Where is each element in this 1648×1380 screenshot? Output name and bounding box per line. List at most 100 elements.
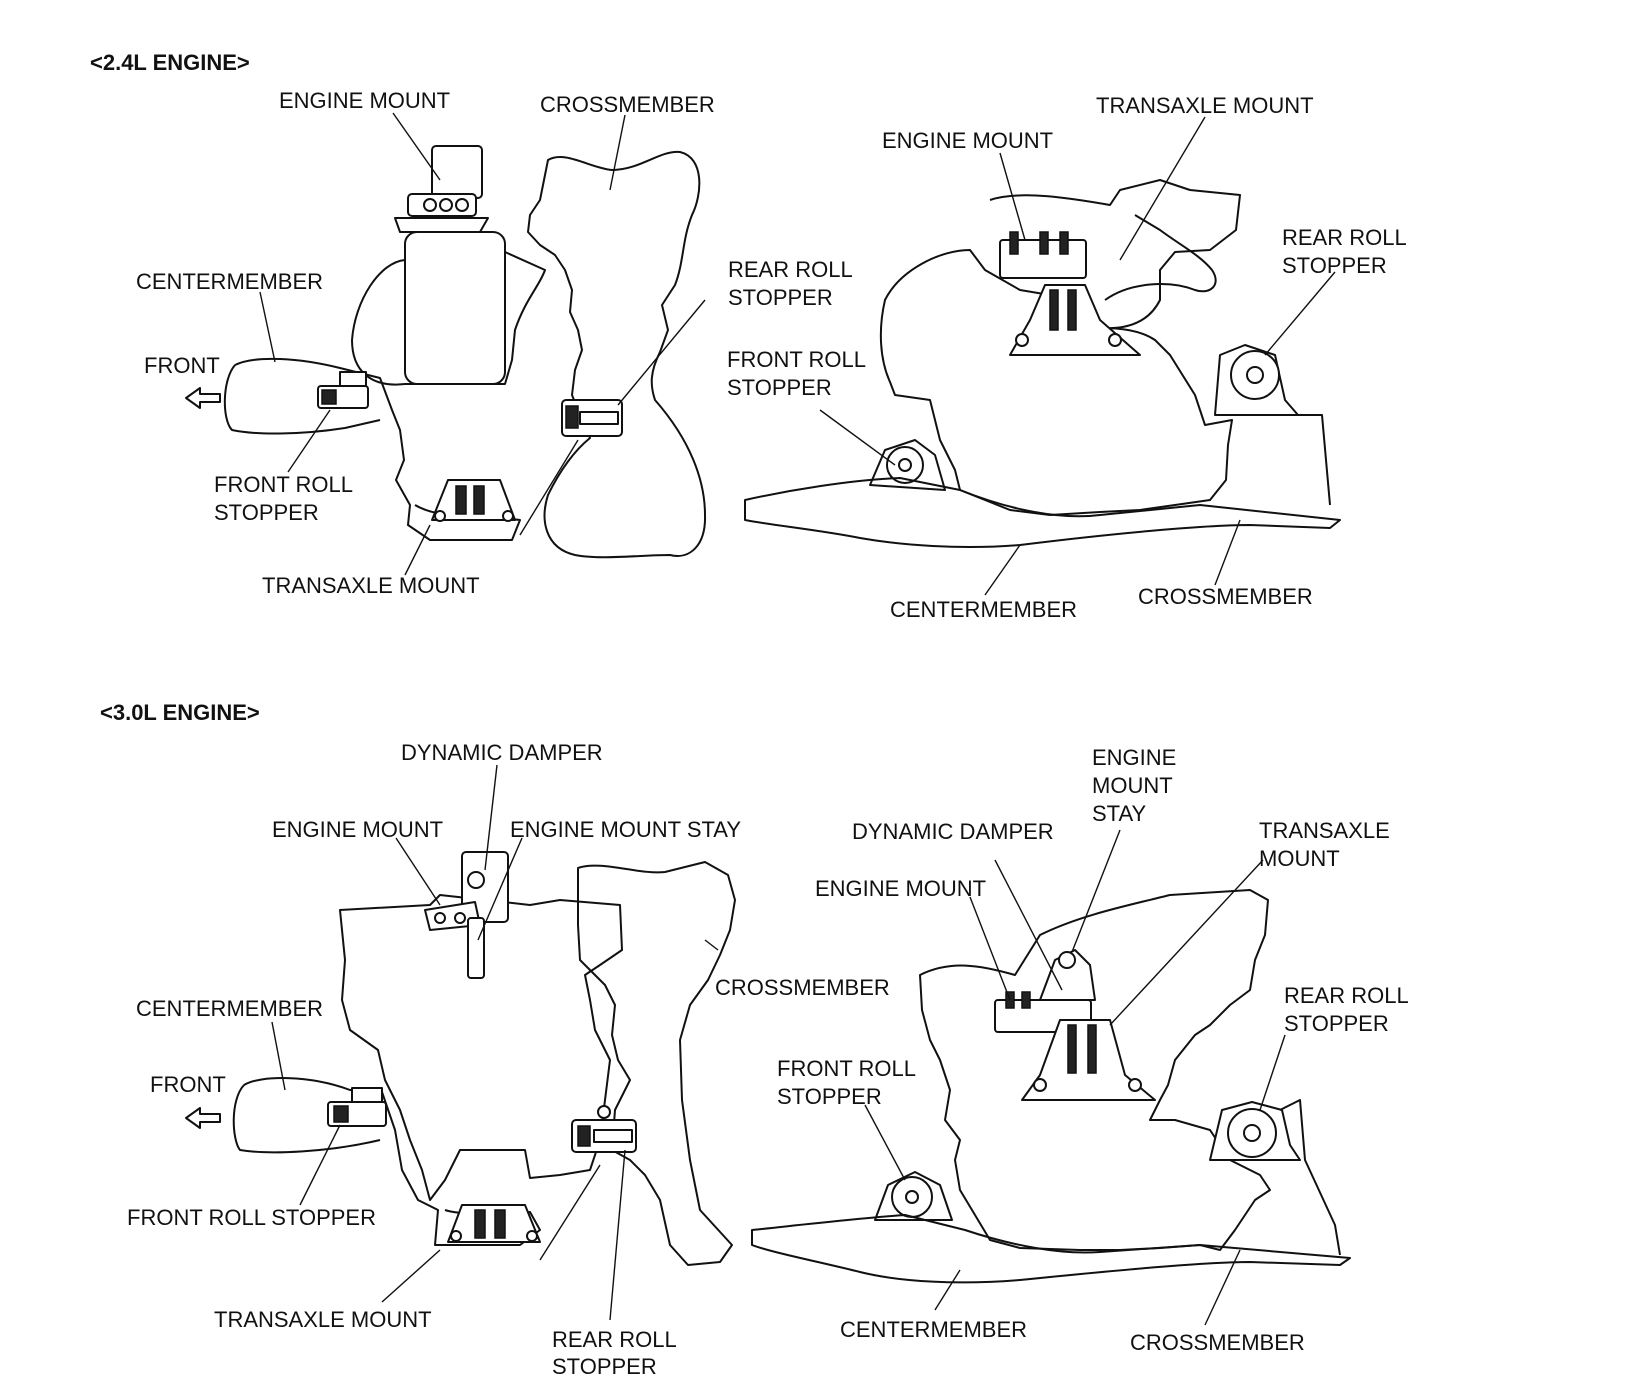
label-rear-roll-stopper-2: STOPPER	[1282, 253, 1387, 278]
label-engine-mount-stay-3: STAY	[1092, 801, 1147, 826]
centermember-beam	[751, 1214, 1351, 1284]
section-3-0l-engine: <3.0L ENGINE>	[100, 700, 1409, 1379]
engine-body-outline	[879, 179, 1241, 516]
engine-mount-part	[999, 231, 1087, 279]
label-crossmember: CROSSMEMBER	[1130, 1330, 1305, 1355]
transaxle-mount-part	[447, 1204, 541, 1243]
leader-line	[539, 1164, 601, 1261]
leader-line	[704, 939, 719, 951]
label-rear-roll-stopper-2: STOPPER	[728, 285, 833, 310]
leader-line	[287, 409, 331, 473]
label-crossmember: CROSSMEMBER	[715, 975, 890, 1000]
label-centermember: CENTERMEMBER	[840, 1317, 1027, 1342]
label-rear-roll-stopper-1: REAR ROLL	[1282, 225, 1407, 250]
leader-line	[519, 439, 579, 536]
label-front-roll-stopper-2: STOPPER	[214, 500, 319, 525]
leader-line	[617, 299, 706, 406]
label-transaxle-mount-2: MOUNT	[1259, 846, 1340, 871]
header-2-4l: <2.4L ENGINE>	[90, 50, 250, 75]
side-view-2-4l: ENGINE MOUNT TRANSAXLE MOUNT REAR ROLL S…	[727, 93, 1407, 622]
label-engine-mount: ENGINE MOUNT	[815, 876, 986, 901]
leader-line	[477, 837, 523, 941]
label-rear-roll-stopper-1: REAR ROLL	[1284, 983, 1409, 1008]
label-engine-mount: ENGINE MOUNT	[882, 128, 1053, 153]
rear-roll-stopper-part	[1209, 1099, 1341, 1256]
label-transaxle-mount: TRANSAXLE MOUNT	[262, 573, 480, 598]
label-transaxle-mount: TRANSAXLE MOUNT	[214, 1307, 432, 1332]
leader-line	[999, 152, 1026, 241]
engine-body-outline	[339, 894, 623, 1201]
leader-line	[819, 409, 896, 466]
engine-body-outline	[919, 889, 1271, 1251]
label-rear-roll-stopper-1: REAR ROLL	[728, 257, 853, 282]
label-crossmember: CROSSMEMBER	[540, 92, 715, 117]
label-centermember: CENTERMEMBER	[136, 996, 323, 1021]
section-2-4l-engine: <2.4L ENGINE>	[90, 50, 1407, 622]
leader-line	[484, 764, 498, 871]
leader-line	[299, 1124, 341, 1206]
label-front-roll-stopper-1: FRONT ROLL	[727, 347, 866, 372]
front-roll-stopper-part	[869, 439, 946, 491]
crossmember-outline	[527, 150, 707, 559]
leader-line	[1109, 859, 1264, 1026]
label-front-roll-stopper-1: FRONT ROLL	[777, 1056, 916, 1081]
rear-roll-stopper-part	[561, 399, 623, 437]
leader-line	[1119, 116, 1206, 261]
front-arrow-icon	[185, 387, 221, 409]
leader-line	[392, 112, 441, 181]
leader-line	[404, 524, 431, 576]
leader-line	[1204, 1249, 1241, 1326]
label-dynamic-damper: DYNAMIC DAMPER	[852, 819, 1054, 844]
engine-body-outline	[351, 251, 546, 386]
leader-line	[259, 291, 276, 363]
label-transaxle-mount-1: TRANSAXLE	[1259, 818, 1390, 843]
leader-line	[934, 1269, 961, 1311]
front-roll-stopper-part	[317, 371, 369, 409]
label-engine-mount-stay: ENGINE MOUNT STAY	[510, 817, 741, 842]
label-engine-mount: ENGINE MOUNT	[272, 817, 443, 842]
leader-line	[1214, 519, 1241, 586]
label-front-roll-stopper-1: FRONT ROLL	[214, 472, 353, 497]
label-front: FRONT	[144, 353, 220, 378]
leader-line	[969, 896, 1011, 1001]
centermember-beam	[744, 477, 1341, 549]
engine-mount-part	[394, 145, 489, 233]
label-front-roll-stopper: FRONT ROLL STOPPER	[127, 1205, 376, 1230]
top-view-3-0l: DYNAMIC DAMPER ENGINE MOUNT ENGINE MOUNT…	[127, 740, 890, 1379]
leader-line	[609, 114, 626, 191]
rear-roll-stopper-part	[1214, 344, 1331, 506]
label-rear-roll-stopper-1: REAR ROLL	[552, 1327, 677, 1352]
leader-line	[381, 1249, 441, 1303]
label-rear-roll-stopper-2: STOPPER	[552, 1354, 657, 1379]
leader-line	[609, 1149, 626, 1321]
leader-line	[1259, 1034, 1286, 1111]
transaxle-mount-part	[1009, 284, 1141, 356]
leader-line	[994, 859, 1063, 991]
leader-line	[864, 1104, 906, 1181]
leader-line	[395, 837, 441, 906]
label-transaxle-mount: TRANSAXLE MOUNT	[1096, 93, 1314, 118]
header-3-0l: <3.0L ENGINE>	[100, 700, 260, 725]
label-crossmember: CROSSMEMBER	[1138, 584, 1313, 609]
engine-mount-part	[424, 851, 509, 979]
label-front-roll-stopper-2: STOPPER	[777, 1084, 882, 1109]
transaxle-case-outline	[1104, 214, 1217, 301]
label-front: FRONT	[150, 1072, 226, 1097]
front-roll-stopper-part	[327, 1087, 387, 1127]
label-centermember: CENTERMEMBER	[890, 597, 1077, 622]
label-rear-roll-stopper-2: STOPPER	[1284, 1011, 1389, 1036]
rear-roll-stopper-part	[571, 1105, 637, 1153]
label-engine-mount-stay-2: MOUNT	[1092, 773, 1173, 798]
engine-block	[404, 231, 506, 385]
label-centermember: CENTERMEMBER	[136, 269, 323, 294]
label-dynamic-damper: DYNAMIC DAMPER	[401, 740, 603, 765]
crossmember-outline	[577, 861, 736, 1266]
leader-line	[1264, 271, 1336, 356]
label-engine-mount-stay-1: ENGINE	[1092, 745, 1176, 770]
front-roll-stopper-part	[874, 1171, 953, 1221]
label-engine-mount: ENGINE MOUNT	[279, 88, 450, 113]
top-view-2-4l: ENGINE MOUNT CROSSMEMBER CENTERMEMBER FR…	[136, 88, 853, 598]
transaxle-mount-part	[1021, 1019, 1156, 1101]
transaxle-mount-part	[431, 479, 516, 522]
